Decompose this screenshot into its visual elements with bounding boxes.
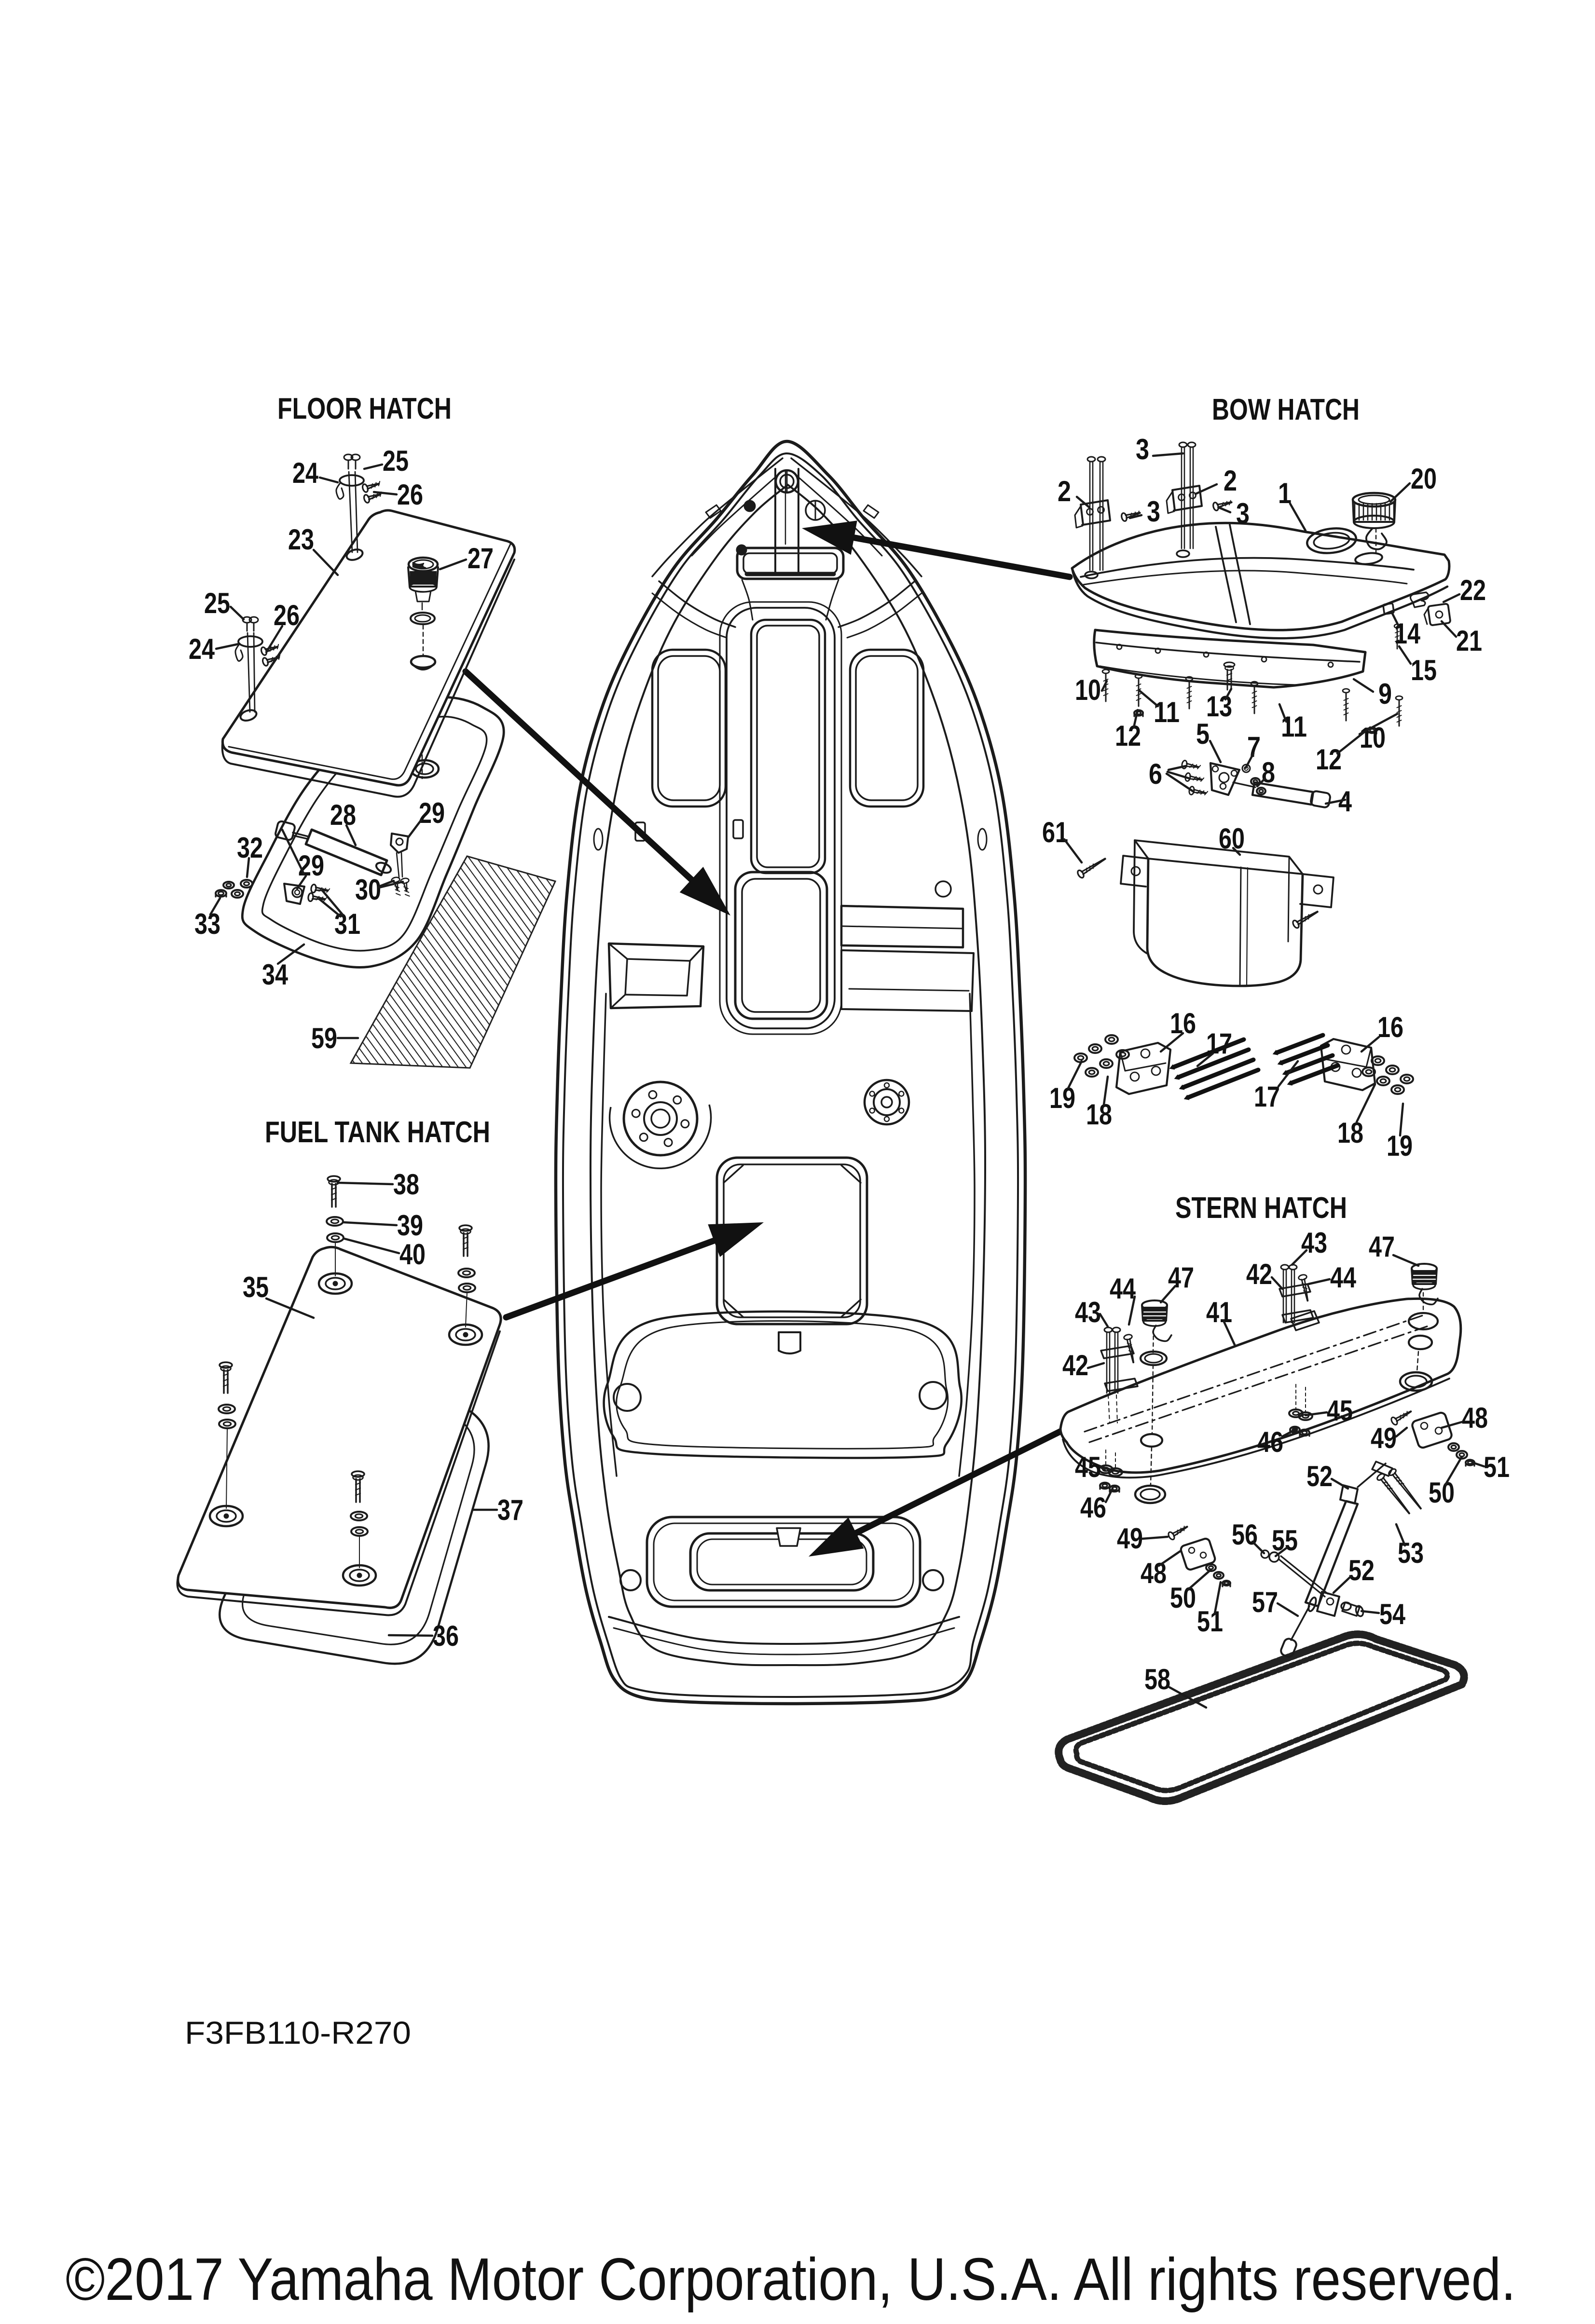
svg-text:53: 53 <box>1398 1537 1424 1569</box>
svg-text:29: 29 <box>298 849 324 882</box>
svg-text:56: 56 <box>1232 1518 1258 1551</box>
svg-text:38: 38 <box>393 1168 419 1201</box>
svg-text:22: 22 <box>1460 574 1486 606</box>
svg-text:7: 7 <box>1247 731 1261 763</box>
svg-text:3: 3 <box>1136 433 1149 465</box>
svg-text:24: 24 <box>189 633 215 665</box>
svg-text:35: 35 <box>243 1271 269 1303</box>
svg-text:10: 10 <box>1075 674 1101 706</box>
svg-text:29: 29 <box>419 797 445 829</box>
svg-text:49: 49 <box>1117 1522 1143 1555</box>
svg-text:57: 57 <box>1252 1586 1278 1618</box>
svg-text:33: 33 <box>194 908 220 940</box>
svg-text:43: 43 <box>1075 1296 1101 1328</box>
svg-text:15: 15 <box>1411 654 1437 686</box>
svg-text:2: 2 <box>1224 465 1237 497</box>
svg-text:FUEL TANK HATCH: FUEL TANK HATCH <box>265 1116 490 1149</box>
svg-text:50: 50 <box>1429 1476 1455 1509</box>
svg-text:28: 28 <box>330 799 356 831</box>
svg-text:49: 49 <box>1371 1422 1397 1454</box>
svg-text:STERN HATCH: STERN HATCH <box>1175 1191 1347 1225</box>
svg-text:52: 52 <box>1306 1460 1333 1492</box>
svg-text:52: 52 <box>1348 1554 1375 1586</box>
svg-text:42: 42 <box>1062 1349 1088 1381</box>
svg-text:36: 36 <box>433 1620 459 1652</box>
svg-text:37: 37 <box>497 1494 523 1526</box>
svg-text:25: 25 <box>204 587 230 619</box>
svg-text:16: 16 <box>1170 1007 1196 1039</box>
svg-text:43: 43 <box>1301 1227 1327 1259</box>
svg-text:34: 34 <box>262 958 289 991</box>
svg-text:8: 8 <box>1262 756 1275 789</box>
svg-text:44: 44 <box>1110 1272 1136 1305</box>
svg-text:55: 55 <box>1272 1524 1298 1557</box>
svg-text:54: 54 <box>1379 1598 1406 1630</box>
svg-text:9: 9 <box>1378 678 1392 710</box>
svg-text:25: 25 <box>383 445 409 477</box>
svg-text:39: 39 <box>397 1209 423 1242</box>
svg-text:11: 11 <box>1281 711 1307 743</box>
svg-text:58: 58 <box>1144 1663 1170 1695</box>
svg-text:44: 44 <box>1330 1261 1357 1294</box>
svg-text:17: 17 <box>1254 1080 1280 1113</box>
svg-text:26: 26 <box>274 599 300 631</box>
svg-text:16: 16 <box>1377 1011 1403 1043</box>
svg-text:6: 6 <box>1149 758 1162 790</box>
svg-text:26: 26 <box>397 478 423 511</box>
svg-text:3: 3 <box>1236 497 1250 530</box>
svg-text:19: 19 <box>1049 1082 1075 1114</box>
svg-text:23: 23 <box>288 523 314 556</box>
svg-text:61: 61 <box>1042 816 1068 848</box>
svg-text:47: 47 <box>1369 1230 1395 1263</box>
svg-text:48: 48 <box>1462 1402 1488 1434</box>
svg-text:46: 46 <box>1257 1426 1283 1458</box>
svg-text:F3FB110-R270: F3FB110-R270 <box>185 2015 411 2051</box>
svg-text:27: 27 <box>468 542 494 574</box>
svg-text:41: 41 <box>1206 1296 1232 1328</box>
svg-text:20: 20 <box>1411 463 1437 495</box>
svg-text:18: 18 <box>1086 1098 1112 1131</box>
svg-text:51: 51 <box>1197 1605 1223 1638</box>
svg-text:14: 14 <box>1394 617 1421 650</box>
svg-text:18: 18 <box>1337 1117 1363 1149</box>
svg-text:40: 40 <box>399 1238 426 1271</box>
svg-text:60: 60 <box>1219 822 1245 855</box>
svg-text:12: 12 <box>1316 743 1342 776</box>
svg-text:24: 24 <box>292 457 319 489</box>
svg-text:51: 51 <box>1484 1451 1510 1483</box>
svg-text:BOW HATCH: BOW HATCH <box>1212 393 1360 426</box>
svg-text:2: 2 <box>1058 475 1071 507</box>
svg-text:45: 45 <box>1327 1394 1353 1427</box>
svg-text:46: 46 <box>1080 1491 1106 1524</box>
svg-text:11: 11 <box>1154 696 1180 728</box>
svg-text:45: 45 <box>1075 1451 1101 1483</box>
svg-text:42: 42 <box>1246 1258 1272 1290</box>
svg-text:5: 5 <box>1196 718 1210 750</box>
svg-text:©2017 Yamaha Motor Corporation: ©2017 Yamaha Motor Corporation, U.S.A. A… <box>66 2246 1516 2313</box>
svg-text:12: 12 <box>1115 720 1141 752</box>
svg-text:21: 21 <box>1456 625 1482 657</box>
svg-text:3: 3 <box>1147 495 1160 528</box>
svg-text:59: 59 <box>311 1022 337 1054</box>
svg-text:31: 31 <box>334 908 360 940</box>
svg-text:FLOOR HATCH: FLOOR HATCH <box>277 392 452 425</box>
svg-text:30: 30 <box>355 874 381 906</box>
